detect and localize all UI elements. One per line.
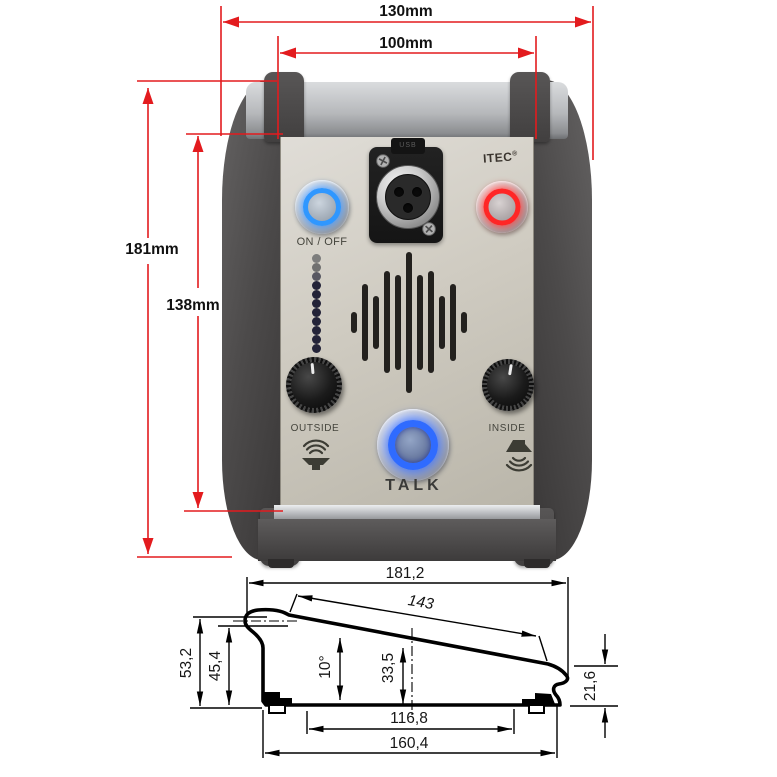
dim-216-label: 21,6 (582, 671, 599, 701)
intercom-device-photo: ON / OFF USB (222, 72, 592, 568)
left-foot (268, 559, 294, 568)
left-foot-detail (264, 692, 292, 704)
dim-143-label: 143 (407, 592, 436, 613)
led-dot (312, 290, 321, 299)
dim-100-label: 100mm (379, 35, 432, 52)
talk-button[interactable] (377, 409, 449, 481)
outside-speaker-icon (302, 439, 330, 470)
led-dot (312, 335, 321, 344)
registered-mark: ® (511, 150, 519, 158)
talk-button-led-ring (388, 420, 438, 470)
ext-line (538, 635, 548, 662)
grille-bar (439, 295, 445, 349)
led-dot (312, 308, 321, 317)
led-dot (312, 326, 321, 335)
top-right-cap (510, 72, 550, 142)
xlr-pin-hole (394, 187, 404, 197)
grille-bar (351, 311, 357, 333)
grille-bar (417, 274, 423, 370)
grille-bar (461, 311, 467, 333)
grille-bar (373, 295, 379, 349)
inside-volume-knob[interactable] (482, 359, 534, 411)
call-button[interactable] (476, 181, 528, 233)
xlr-socket (385, 174, 431, 220)
power-button-led-ring (303, 188, 341, 226)
brand-text: ITEC (482, 149, 513, 166)
power-label: ON / OFF (296, 236, 348, 248)
xlr-connector: USB (369, 138, 443, 243)
led-dot (312, 272, 321, 281)
dim-1168-label: 116,8 (390, 710, 428, 727)
ext-line (289, 593, 298, 613)
led-dot (312, 263, 321, 272)
xlr-pin-hole (403, 203, 413, 213)
grille-bar (406, 251, 412, 393)
led-dot (312, 254, 321, 263)
call-button-led-ring (483, 188, 521, 226)
talk-label: TALK (385, 477, 443, 494)
inside-speaker-icon (505, 440, 533, 472)
dim-138-label: 138mm (166, 297, 219, 314)
dim-10deg-label: 10° (317, 655, 334, 678)
led-dot (312, 317, 321, 326)
grille-bar (428, 271, 434, 373)
led-dot (312, 281, 321, 290)
grille-bar (384, 271, 390, 373)
right-mount-tab (528, 704, 545, 714)
xlr-socket-ring (376, 165, 440, 229)
knob-top (487, 364, 529, 406)
grille-bar (450, 283, 456, 361)
brand-logo: ITEC® (482, 148, 532, 166)
outside-volume-knob[interactable] (286, 357, 342, 413)
dim-181-label: 181mm (125, 241, 178, 258)
xlr-pin-hole (412, 187, 422, 197)
dim-454-label: 45,4 (207, 651, 224, 682)
right-foot (524, 559, 550, 568)
left-mount-tab (268, 704, 286, 714)
led-dot (312, 299, 321, 308)
top-left-cap (264, 72, 304, 142)
dim-130-label: 130mm (379, 3, 432, 20)
led-dot (312, 344, 321, 353)
dim-1604-label: 160,4 (390, 735, 429, 752)
right-foot-detail (522, 693, 555, 704)
speaker-grille (347, 251, 471, 393)
inside-label: INSIDE (488, 423, 526, 434)
power-button[interactable] (295, 180, 349, 234)
dim-335-label: 33,5 (380, 653, 397, 683)
dim-143-line (297, 595, 537, 637)
profile-outline (243, 607, 570, 707)
phillips-screw-icon (422, 222, 436, 236)
bottom-rail (258, 519, 556, 561)
led-level-indicator (312, 254, 322, 353)
outside-label: OUTSIDE (290, 423, 340, 434)
usb-cover-tab: USB (391, 138, 425, 154)
front-panel: ON / OFF USB (280, 137, 534, 513)
grille-bar (362, 283, 368, 361)
grille-bar (395, 274, 401, 370)
phillips-screw-icon (376, 154, 390, 168)
dim-532-label: 53,2 (178, 648, 195, 678)
bottom-trim (274, 505, 540, 519)
